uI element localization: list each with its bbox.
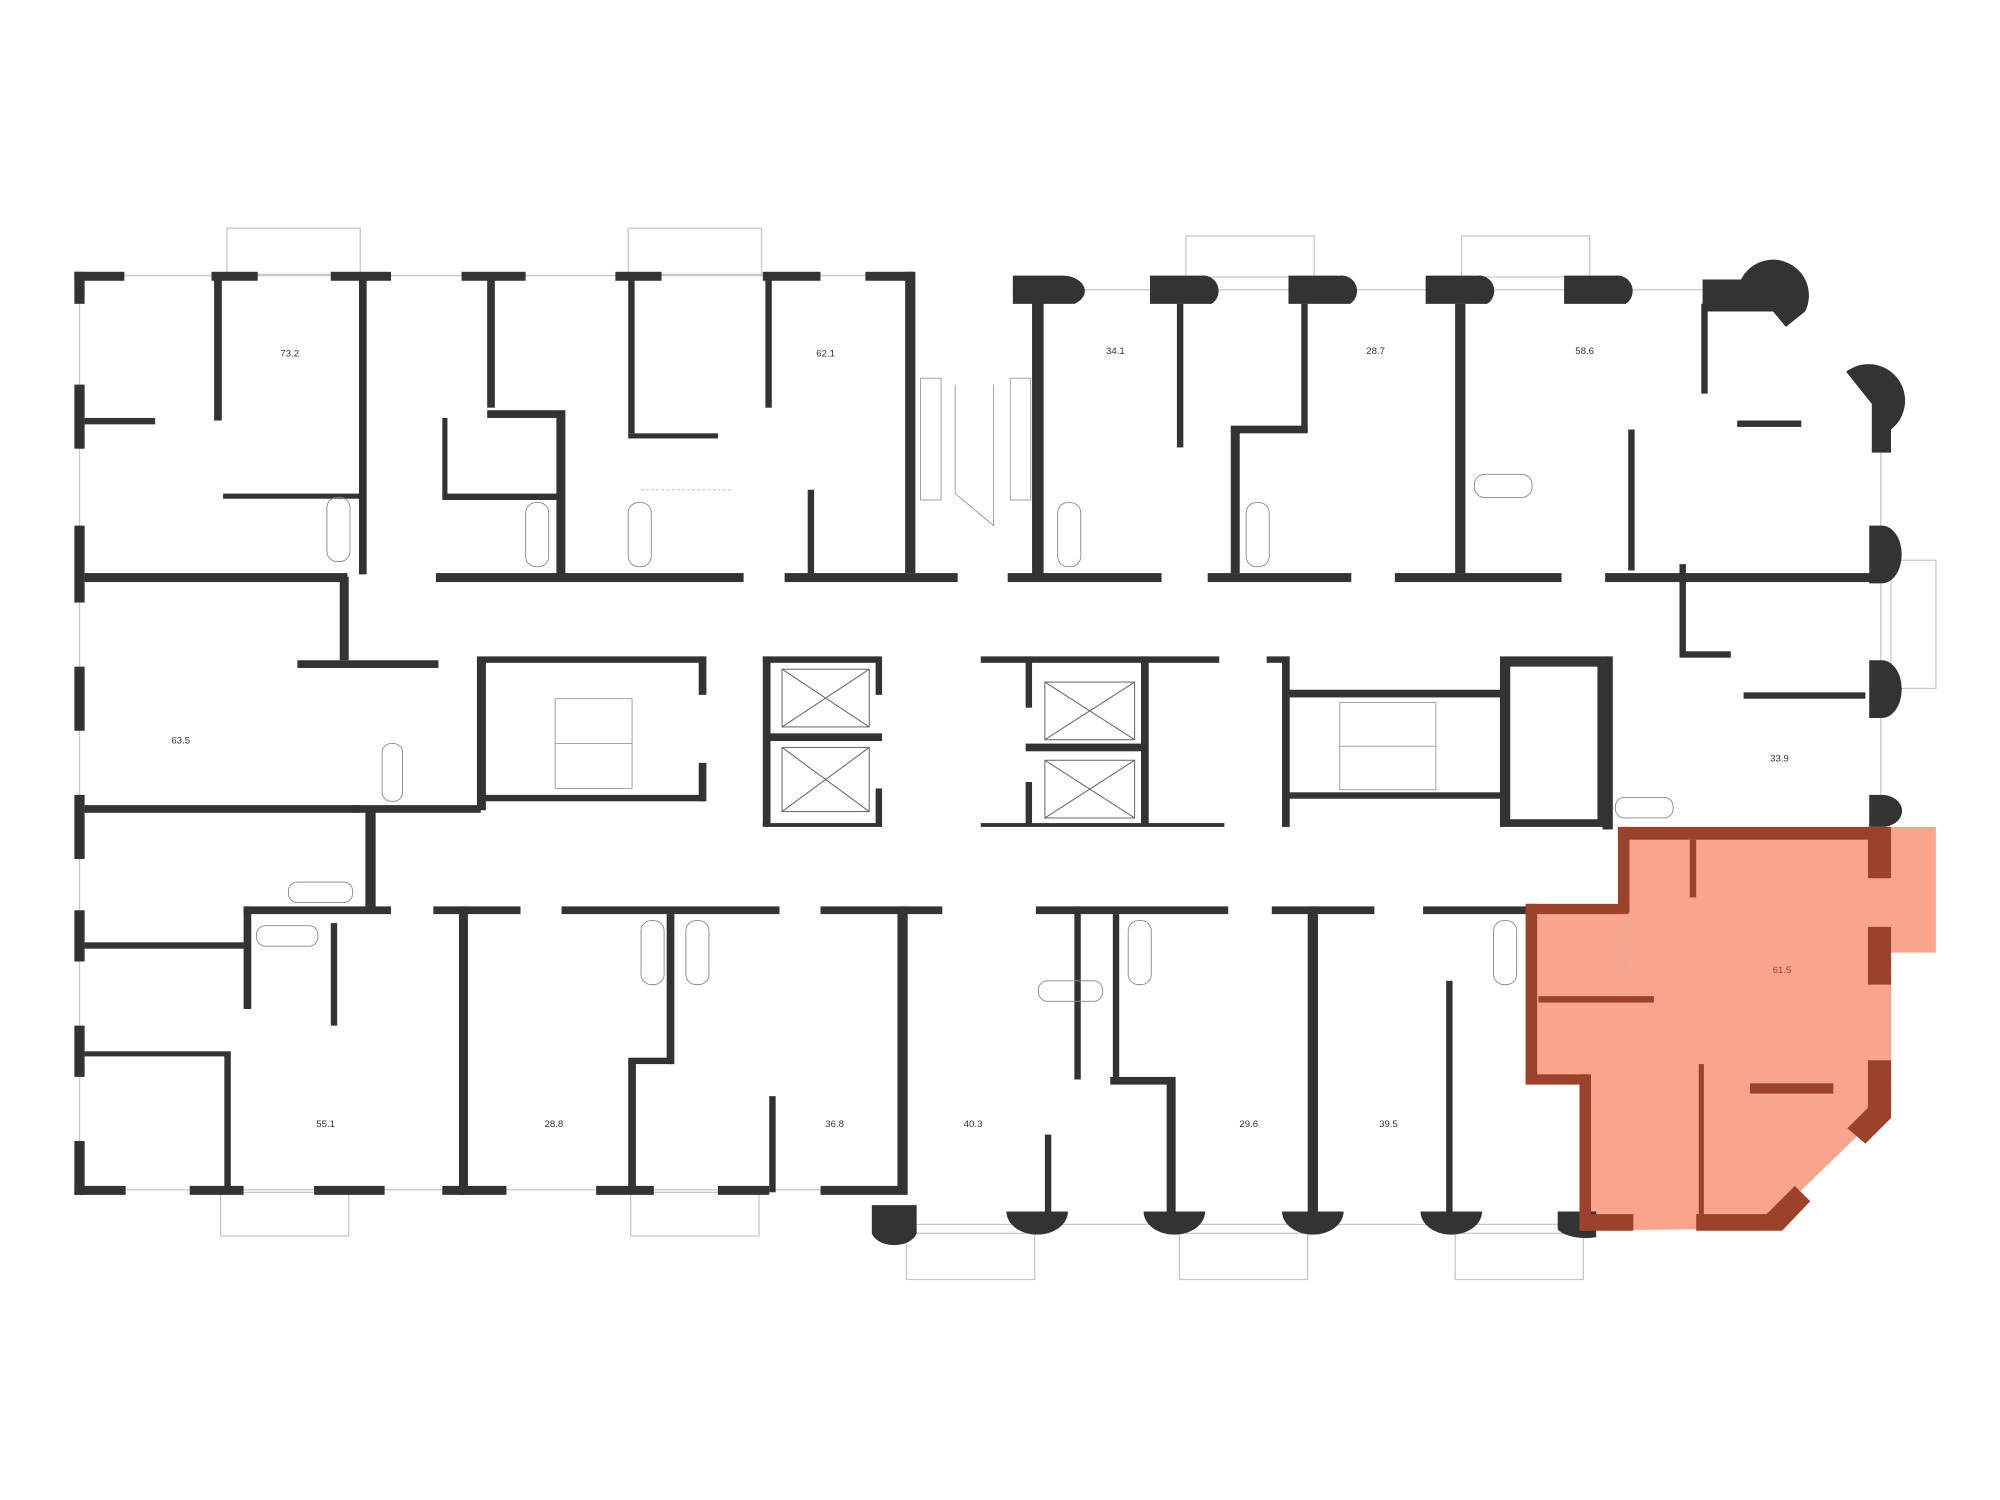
apartment-area-label[interactable]: 28.8: [544, 1119, 563, 1130]
apartment-area-label[interactable]: 63.5: [171, 736, 190, 747]
apartment-area-label[interactable]: 29.6: [1239, 1119, 1258, 1130]
apartment-area-label[interactable]: 33.9: [1770, 754, 1789, 765]
apartment-area-label[interactable]: 40.3: [964, 1119, 983, 1130]
apartment-area-label[interactable]: 34.1: [1106, 346, 1125, 357]
apartment-area-label[interactable]: 55.1: [316, 1119, 335, 1130]
apartment-area-label[interactable]: 73.2: [280, 348, 299, 359]
walls: [74, 259, 1906, 1246]
apartment-labels: 73.2 62.1 34.1 28.7 58.6 63.5 33.9 61.5 …: [171, 346, 1791, 1130]
highlighted-apartment-walls: [1525, 826, 1892, 1231]
apartment-area-label[interactable]: 62.1: [816, 348, 835, 359]
apartment-area-label[interactable]: 28.7: [1366, 346, 1385, 357]
highlighted-apartment-area-label[interactable]: 61.5: [1773, 965, 1792, 976]
apartment-area-label[interactable]: 39.5: [1379, 1119, 1398, 1130]
apartment-area-label[interactable]: 58.6: [1575, 346, 1594, 357]
apartment-area-label[interactable]: 36.8: [825, 1119, 844, 1130]
